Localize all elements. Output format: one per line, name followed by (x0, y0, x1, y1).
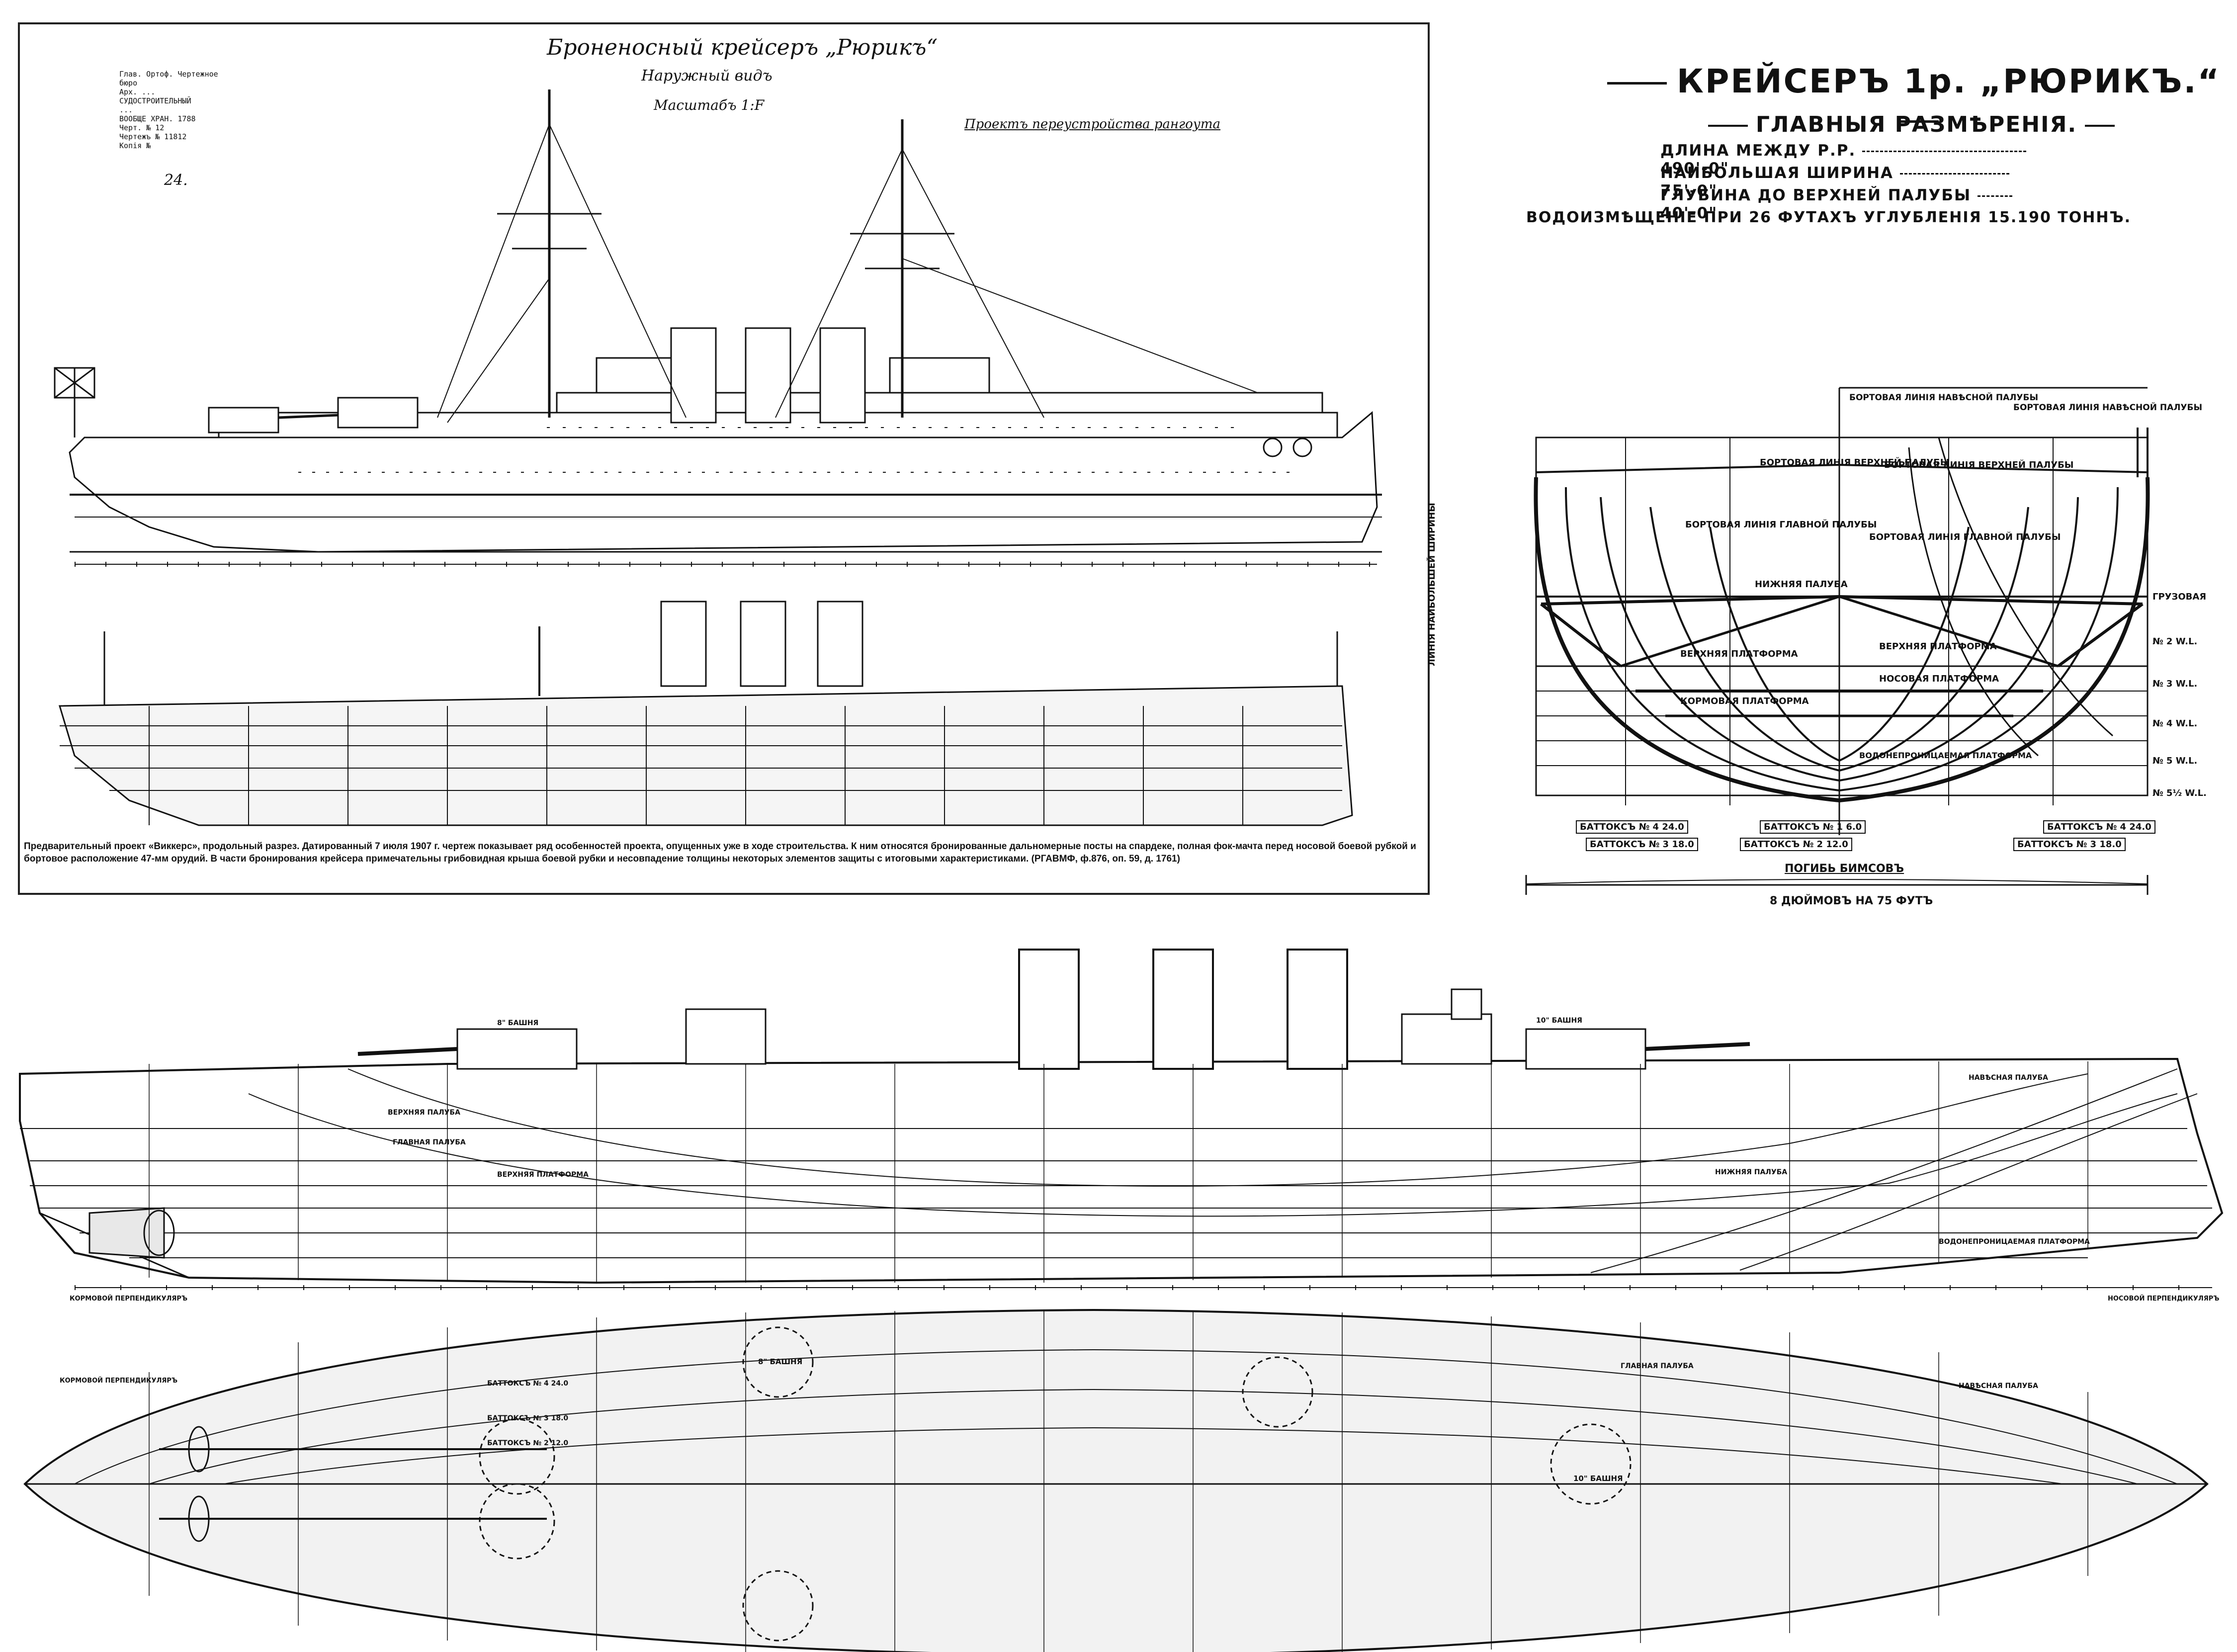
profile-funnel-2 (1152, 949, 1214, 1070)
stamp-number: 24. (164, 172, 188, 189)
drawing-scale: Масштабъ 1:F (654, 97, 765, 113)
plan-label: БАТТОКСЪ № 4 24.0 (487, 1380, 569, 1388)
profile-funnel-1 (1018, 949, 1080, 1070)
exterior-view-panel (18, 22, 1430, 895)
funnel-1 (670, 327, 717, 424)
cutaway-hull (58, 685, 1353, 826)
spec-row-label: ДЛИНА МЕЖДУ Р.Р. (1660, 142, 1856, 160)
stamp-line: ВООБЩЕ ХРАН. 1788 (119, 114, 196, 123)
bp-label: БОРТОВАЯ ЛИНІЯ НАВѢСНОЙ ПАЛУБЫ (1849, 393, 2039, 403)
stamp-line: Черт. № 12 (119, 123, 165, 132)
plan-label: ГЛАВНАЯ ПАЛУБА (1621, 1362, 1694, 1370)
waterline-label: № 3 W.L. (2152, 679, 2198, 689)
spec-subtitle: ГЛАВНЫЯ РАЗМѢРЕНІЯ. (1650, 112, 2172, 137)
plan-label: 10" БАШНЯ (1573, 1474, 1623, 1483)
spec-row-depth: ГЛУБИНА ДО ВЕРХНЕЙ ПАЛУБЫ 40'-0" (1660, 186, 2058, 222)
buttock-label: БАТТОКСЪ № 3 18.0 (1586, 838, 1698, 851)
buttock-label: БАТТОКСЪ № 1 6.0 (1760, 820, 1866, 834)
drawing-subtitle: Наружный видъ (641, 67, 773, 85)
stamp-line: ... (119, 105, 133, 114)
profile-label: ГЛАВНАЯ ПАЛУБА (393, 1138, 466, 1146)
spec-title: КРЕЙСЕРЪ 1р. „РЮРИКЪ.“ (1601, 62, 2227, 139)
funnel-3 (819, 327, 866, 424)
drawing-title: Броненосный крейсеръ „Рюрикъ“ (547, 35, 938, 60)
body-plan-frame (1535, 436, 2149, 796)
waterline-label: № 5 W.L. (2152, 756, 2198, 766)
profile-label: ВОДОНЕПРОНИЦАЕМАЯ ПЛАТФОРМА (1939, 1238, 2090, 1246)
stamp-line: Чертежъ № 11812 (119, 132, 187, 141)
profile-label: 10" БАШНЯ (1536, 1017, 1582, 1025)
bp-label: КОРМОВАЯ ПЛАТФОРМА (1680, 696, 1809, 706)
buttock-label: БАТТОКСЪ № 4 24.0 (1576, 820, 1688, 834)
profile-label: НОСОВОЙ ПЕРПЕНДИКУЛЯРЪ (2108, 1295, 2220, 1303)
waterline-label: № 5½ W.L. (2152, 788, 2207, 798)
plan-turret-10in (1550, 1423, 1632, 1505)
archive-stamp: Глав. Ортоф. Чертежное бюро Арх. ... СУД… (119, 70, 234, 204)
bp-side-axis-label: ЛИНІЯ НАИБОЛЬШЕЙ ШИРИНЫ (1427, 503, 1437, 666)
spec-row-length: ДЛИНА МЕЖДУ Р.Р. 490'-0" (1660, 142, 2043, 177)
profile-label: 8" БАШНЯ (497, 1019, 539, 1027)
bp-label: БОРТОВАЯ ЛИНІЯ ВЕРХНЕЙ ПАЛУБЫ (1884, 460, 2074, 470)
spec-row-value: 75'-0" (1660, 182, 1718, 200)
plan-turret-8in-1 (742, 1326, 814, 1398)
profile-hull (19, 1057, 2224, 1284)
spec-title-text: КРЕЙСЕРЪ 1р. „РЮРИКЪ.“ (1677, 62, 2221, 100)
buttock-label: БАТТОКСЪ № 4 24.0 (2043, 820, 2155, 834)
bp-label: БОРТОВАЯ ЛИНІЯ ГЛАВНОЙ ПАЛУБЫ (1685, 520, 1877, 530)
spec-row-label: ГЛУБИНА ДО ВЕРХНЕЙ ПАЛУБЫ (1660, 186, 1972, 204)
bp-label: ГРУЗОВАЯ (2152, 592, 2207, 602)
stamp-line: Арх. ... (119, 87, 156, 96)
waterline-label: № 2 W.L. (2152, 636, 2198, 647)
bp-label: БОРТОВАЯ ЛИНІЯ НАВѢСНОЙ ПАЛУБЫ (2013, 403, 2203, 413)
profile-label: ВЕРХНЯЯ ПЛАТФОРМА (497, 1171, 589, 1179)
spec-row-beam: НАИБОЛЬШАЯ ШИРИНА 75'-0" (1660, 164, 2043, 200)
plan-label: 8" БАШНЯ (758, 1357, 803, 1366)
stamp-line: Копія № (119, 141, 151, 150)
stamp-line: Глав. Ортоф. Чертежное бюро (119, 70, 218, 87)
spec-row-value: 490'-0" (1660, 160, 1729, 177)
bp-label: БОРТОВАЯ ЛИНІЯ ГЛАВНОЙ ПАЛУБЫ (1869, 532, 2061, 542)
stamp-line: СУДОСТРОИТЕЛЬНЫЙ (119, 96, 191, 105)
profile-label: НАВѢСНАЯ ПАЛУБА (1969, 1074, 2048, 1082)
plan-turret-8in-2 (1242, 1356, 1313, 1428)
rigging-note: Проектъ переустройства рангоута (964, 117, 1221, 132)
figure-caption: Предварительный проект «Виккерс», продол… (24, 841, 1416, 864)
camber-title: ПОГИБЬ БИМСОВЪ (1785, 863, 1904, 875)
spec-displacement: ВОДОИЗМѢЩЕНІЕ ПРИ 26 ФУТАХЪ УГЛУБЛЕНІЯ 1… (1526, 209, 2132, 226)
buttock-label: БАТТОКСЪ № 3 18.0 (2013, 838, 2126, 851)
bp-label: НИЖНЯЯ ПАЛУБА (1755, 579, 1848, 590)
waterline-label: № 4 W.L. (2152, 718, 2198, 729)
profile-label: КОРМОВОЙ ПЕРПЕНДИКУЛЯРЪ (70, 1295, 188, 1303)
plan-label: НАВѢСНАЯ ПАЛУБА (1959, 1382, 2038, 1390)
bp-label: ВЕРХНЯЯ ПЛАТФОРМА (1879, 641, 1997, 652)
plan-label: КОРМОВОЙ ПЕРПЕНДИКУЛЯРЪ (60, 1377, 178, 1385)
funnel-2 (745, 327, 791, 424)
bp-label: БОРТОВАЯ ЛИНІЯ ВЕРХНЕЙ ПАЛУБЫ (1760, 457, 1950, 468)
spec-row-label: НАИБОЛЬШАЯ ШИРИНА (1660, 164, 1894, 182)
plan-label: БАТТОКСЪ № 2 12.0 (487, 1439, 569, 1447)
profile-funnel-3 (1287, 949, 1348, 1070)
profile-label: НИЖНЯЯ ПАЛУБА (1715, 1168, 1788, 1176)
profile-label: ВЕРХНЯЯ ПАЛУБА (388, 1109, 460, 1117)
spec-row-value: 40'-0" (1660, 204, 1718, 222)
bp-label: ВЕРХНЯЯ ПЛАТФОРМА (1680, 649, 1798, 659)
bp-label: ВОДОНЕПРОНИЦАЕМАЯ ПЛАТФОРМА (1859, 751, 2032, 760)
bp-label: НОСОВАЯ ПЛАТФОРМА (1879, 674, 1999, 684)
spec-subtitle-text: ГЛАВНЫЯ РАЗМѢРЕНІЯ. (1755, 112, 2077, 137)
camber-value: 8 ДЮЙМОВЪ НА 75 ФУТЪ (1770, 895, 1933, 907)
buttock-label: БАТТОКСЪ № 2 12.0 (1740, 838, 1852, 851)
plan-outline (23, 1308, 2209, 1652)
plan-label: БАТТОКСЪ № 3 18.0 (487, 1414, 569, 1422)
